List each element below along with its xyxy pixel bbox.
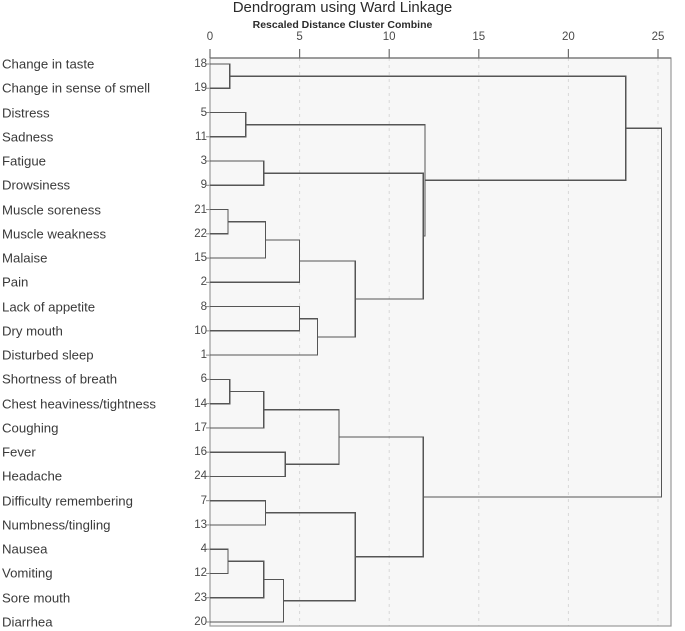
leaf-number: 8 xyxy=(200,300,207,313)
leaf-number: 2 xyxy=(200,276,207,289)
leaf-number: 9 xyxy=(200,179,207,192)
leaf-label: Pain xyxy=(2,274,29,290)
leaf-number: 7 xyxy=(200,494,207,507)
leaf-number: 18 xyxy=(194,58,207,70)
leaf-label: Fever xyxy=(2,444,36,460)
leaf-label: Difficulty remembering xyxy=(2,493,133,509)
leaf-number: 24 xyxy=(194,470,207,483)
leaf-number: 17 xyxy=(194,421,207,434)
leaf-number: 23 xyxy=(194,591,207,604)
leaf-number: 11 xyxy=(195,130,207,143)
leaf-number: 4 xyxy=(200,543,207,556)
leaf-label: Drowsiness xyxy=(2,177,71,193)
leaf-label: Headache xyxy=(2,468,63,484)
axis-ticks xyxy=(209,49,671,59)
leaf-number: 13 xyxy=(194,518,207,531)
leaf-label: Sore mouth xyxy=(2,590,71,606)
leaf-number: 1 xyxy=(200,349,207,362)
dendrogram-links xyxy=(210,63,663,623)
dendrogram-link xyxy=(423,127,663,498)
leaf-label: Change in taste xyxy=(2,56,95,72)
leaf-label: Sadness xyxy=(2,129,54,145)
leaf-label: Shortness of breath xyxy=(2,371,118,387)
chart-title: Dendrogram using Ward Linkage xyxy=(232,0,453,16)
chart-subtitle: Rescaled Distance Cluster Combine xyxy=(252,19,433,31)
leaf-label: Distress xyxy=(2,105,50,121)
leaf-label: Vomiting xyxy=(2,565,53,581)
leaf-number: 21 xyxy=(194,203,207,216)
leaf-label: Nausea xyxy=(2,541,48,557)
leaf-label: Change in sense of smell xyxy=(2,80,151,96)
leaf-number: 12 xyxy=(194,567,207,580)
leaf-number: 5 xyxy=(200,106,207,119)
leaf-number: 10 xyxy=(194,324,207,337)
plot-background xyxy=(210,58,671,626)
leaf-label: Muscle soreness xyxy=(2,202,101,218)
leaf-label: Coughing xyxy=(2,420,59,436)
leaf-number: 22 xyxy=(194,227,207,240)
leaf-number: 14 xyxy=(194,397,207,410)
leaf-number: 3 xyxy=(200,155,207,168)
leaf-label: Diarrhea xyxy=(2,614,53,630)
leaf-label: Chest heaviness/tightness xyxy=(2,396,156,412)
leaf-label: Disturbed sleep xyxy=(2,347,94,363)
leaf-label: Lack of appetite xyxy=(2,299,96,315)
leaf-number: 16 xyxy=(194,446,207,459)
leaf-number: 19 xyxy=(194,82,207,95)
leaf-label: Dry mouth xyxy=(2,323,63,339)
leaf-label: Fatigue xyxy=(2,153,46,169)
leaf-label: Malaise xyxy=(2,250,48,266)
leaf-number: 20 xyxy=(194,615,207,628)
leaf-number: 15 xyxy=(194,252,207,265)
leaf-label: Muscle weakness xyxy=(2,226,107,242)
leaf-label: Numbness/tingling xyxy=(2,517,111,533)
leaf-number: 6 xyxy=(200,373,207,386)
